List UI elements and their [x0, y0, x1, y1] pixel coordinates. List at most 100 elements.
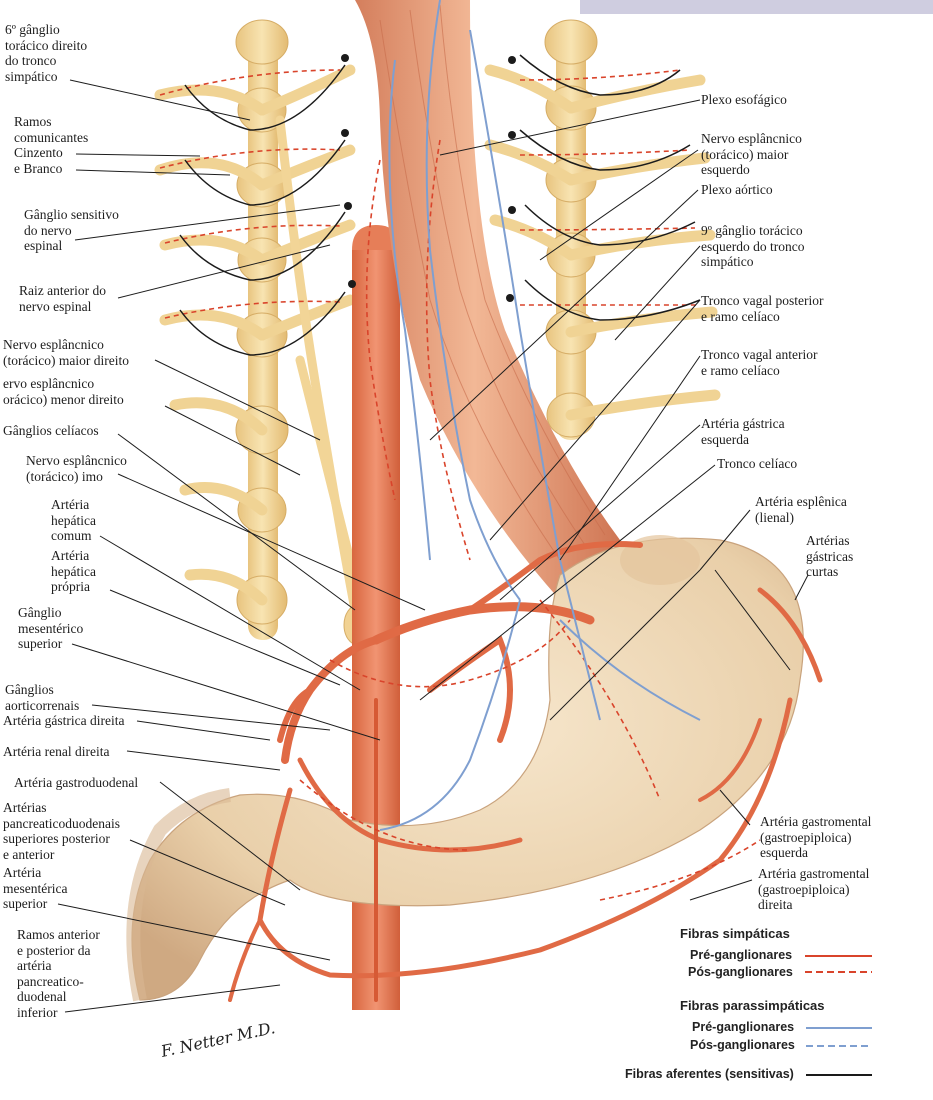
- label-line: Artéria gastroduodenal: [14, 775, 139, 790]
- label-line: esquerda: [701, 431, 749, 447]
- label-line: curtas: [806, 564, 839, 579]
- legend-sym-pre: Pré-ganglionares: [690, 948, 793, 962]
- label-line: e Branco: [14, 160, 63, 176]
- label-line: artéria: [17, 958, 52, 973]
- label-line: Tronco vagal anterior: [701, 347, 818, 362]
- label-line: Plexo aórtico: [701, 182, 773, 197]
- label-line: 6º gânglio: [5, 22, 60, 37]
- label-line: (torácico) maior direito: [3, 352, 129, 368]
- label-line: ervo esplâncnico: [3, 376, 95, 391]
- label-line: Nervo esplâncnico: [701, 131, 802, 146]
- label-line: Artéria gastromental: [758, 866, 870, 881]
- label-line: duodenal: [17, 989, 67, 1004]
- label-arteria-esplenica: Artéria esplênica(lienal): [755, 494, 847, 525]
- label-line: pancreatico-: [17, 973, 84, 989]
- label-line: Plexo esofágico: [701, 92, 787, 107]
- label-esplancnico-maior-direito: Nervo esplâncnico(torácico) maior direit…: [3, 337, 129, 368]
- label-line: Nervo esplâncnico: [3, 337, 104, 352]
- label-line: e anterior: [3, 846, 55, 862]
- label-line: hepática: [51, 512, 96, 528]
- label-line: Artéria renal direita: [3, 744, 110, 759]
- label-line: hepática: [51, 563, 96, 579]
- label-line: esquerdo: [701, 162, 750, 177]
- label-line: aorticorrenais: [5, 697, 80, 713]
- parasympathetic-fibers: [379, 0, 701, 831]
- label-arteria-renal-direita: Artéria renal direita: [3, 744, 109, 760]
- sensory-ganglion-markers: [341, 54, 516, 302]
- label-line: Tronco celíaco: [717, 456, 798, 471]
- label-line: e posterior da: [17, 942, 91, 958]
- sympathetic-preganglionic-fibers: [179, 54, 701, 356]
- label-line: Artérias: [806, 533, 850, 548]
- sympathetic-postganglionic-fibers: [159, 69, 761, 901]
- label-line: comum: [51, 528, 92, 543]
- label-line: esquerdo do tronco: [701, 238, 805, 254]
- legend-para-pos: Pós-ganglionares: [690, 1038, 795, 1052]
- label-gastromental-esquerda: Artéria gastromental(gastroepiploica)esq…: [760, 814, 871, 861]
- label-line: Gânglio sensitivo: [24, 207, 119, 222]
- label-line: simpático: [5, 68, 58, 84]
- label-line: do nervo: [24, 222, 72, 238]
- label-line: e ramo celíaco: [701, 308, 780, 324]
- label-line: torácico direito: [5, 37, 88, 53]
- label-line: comunicantes: [14, 129, 89, 145]
- legend-sympathetic-title: Fibras simpáticas: [680, 926, 790, 941]
- label-arteria-gastroduodenal: Artéria gastroduodenal: [14, 775, 138, 791]
- label-line: espinal: [24, 238, 63, 253]
- label-line: Artéria gastromental: [760, 814, 872, 829]
- label-line: (lienal): [755, 509, 794, 525]
- label-line: Artéria: [3, 865, 42, 880]
- label-line: Artéria gástrica direita: [3, 713, 125, 728]
- label-line: superior: [3, 896, 48, 911]
- legend-swatches: [805, 955, 872, 1076]
- label-line: mesentérica: [3, 880, 68, 896]
- label-line: direita: [758, 897, 793, 912]
- label-line: Artéria gástrica: [701, 416, 785, 431]
- label-tronco-celiaco: Tronco celíaco: [717, 456, 797, 472]
- label-line: Cinzento: [14, 145, 63, 160]
- left-sympathetic-chain: [154, 19, 373, 646]
- label-line: (torácico) maior: [701, 146, 789, 162]
- label-line: Tronco vagal posterior: [701, 293, 824, 308]
- label-line: Gânglios celíacos: [3, 423, 99, 438]
- legend-afferent: Fibras aferentes (sensitivas): [625, 1067, 794, 1081]
- label-line: (gastroepiploica): [758, 881, 850, 897]
- stomach: [126, 535, 804, 1002]
- label-line: Ramos: [14, 114, 52, 129]
- label-line: e ramo celíaco: [701, 362, 780, 378]
- label-line: Ramos anterior: [17, 927, 100, 942]
- celiac-arteries: [228, 541, 823, 1002]
- header-bar: [580, 0, 933, 14]
- label-line: mesentérico: [18, 620, 84, 636]
- label-line: Artéria: [51, 548, 90, 563]
- label-line: superiores posterior: [3, 831, 110, 846]
- label-line: Raiz anterior do: [19, 283, 106, 298]
- label-line: do tronco: [5, 53, 57, 68]
- label-line: própria: [51, 579, 90, 594]
- label-line: Artéria esplênica: [755, 494, 847, 509]
- label-line: simpático: [701, 254, 754, 269]
- label-line: Gânglio: [18, 605, 62, 620]
- legend-sym-pos: Pós-ganglionares: [688, 965, 793, 979]
- legend-parasympathetic-title: Fibras parassimpáticas: [680, 998, 825, 1013]
- label-line: gástricas: [806, 548, 854, 564]
- label-line: Artérias: [3, 800, 47, 815]
- label-line: superior: [18, 636, 63, 651]
- label-line: Gânglios: [5, 682, 54, 697]
